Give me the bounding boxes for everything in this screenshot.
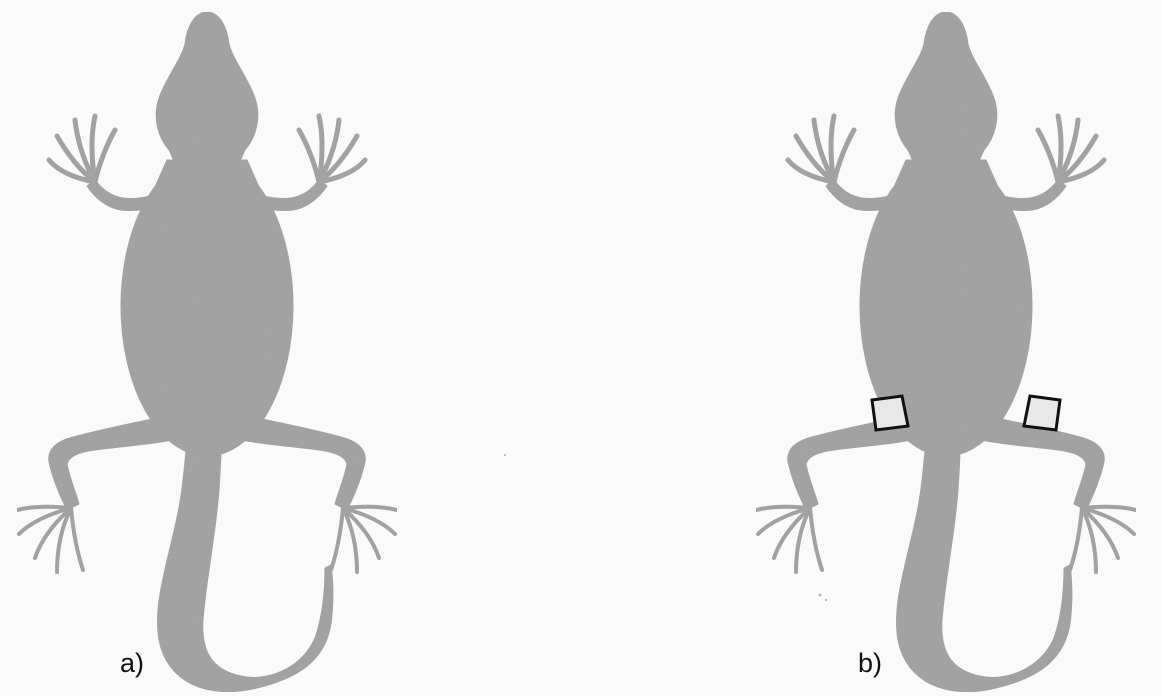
specks <box>504 454 827 601</box>
gecko-a <box>17 12 397 692</box>
gecko-b <box>756 12 1136 692</box>
left-thigh-band <box>872 396 908 430</box>
panel-label-a: a) <box>120 650 144 677</box>
right-thigh-band <box>1024 396 1060 430</box>
panel-label-b: b) <box>858 650 882 677</box>
